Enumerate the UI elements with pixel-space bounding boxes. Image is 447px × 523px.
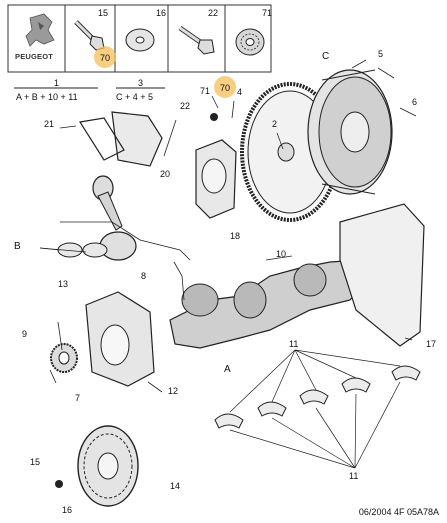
sprocket-7 [50, 343, 78, 373]
part-label-13: 13 [58, 279, 69, 289]
box-label-22: 22 [208, 8, 219, 18]
part-label-9: 9 [22, 329, 28, 339]
main-bearings-11 [214, 365, 421, 429]
part-label-c: C [322, 51, 330, 62]
part-label-20: 20 [160, 169, 171, 179]
part-label-11-top: 11 [289, 339, 299, 349]
box-label-70: 70 [100, 53, 111, 63]
box-label-71: 71 [262, 8, 273, 18]
part-label-15: 15 [30, 457, 41, 467]
converter-c [307, 69, 393, 195]
leader-lines [39, 59, 417, 393]
part-label-11-bottom: 11 [349, 471, 359, 481]
document-reference: 06/2004 4F 05A78A [358, 507, 439, 517]
highlight-70-diagram [214, 76, 236, 98]
part-label-a: A [224, 364, 231, 375]
crankshaft-a [169, 259, 376, 349]
washer-16-icon [125, 28, 155, 52]
belleville-washer-71-icon [235, 28, 265, 56]
part-label-17: 17 [426, 339, 437, 349]
part-label-22: 22 [180, 101, 191, 111]
backing-plate-17 [339, 203, 425, 347]
highlight-70-box [94, 46, 116, 68]
seal-plate-18 [195, 139, 237, 219]
part-label-18: 18 [230, 231, 241, 241]
gasket-21 [79, 117, 125, 161]
box-label-16: 16 [156, 8, 167, 18]
bearing-leader-lines [229, 349, 401, 469]
leader-2 [276, 132, 284, 150]
brand-name: PEUGEOT [15, 52, 54, 61]
box-label-15: 15 [98, 8, 109, 18]
connecting-rod-b [57, 175, 137, 261]
cover-20 [111, 111, 163, 167]
part-label-5: 5 [378, 49, 384, 59]
peugeot-lion-logo [25, 13, 55, 47]
part-label-8: 8 [141, 271, 147, 281]
part-label-6: 6 [412, 97, 418, 107]
part-label-14: 14 [170, 481, 181, 491]
part-label-12: 12 [168, 386, 179, 396]
bolt-22-icon [178, 25, 215, 55]
part-label-16: 16 [62, 505, 73, 515]
part-label-2: 2 [272, 119, 278, 129]
part-label-71: 71 [200, 86, 211, 96]
kit-3-ref: 3 [138, 78, 144, 88]
seal-housing-12 [85, 291, 155, 387]
part-label-21: 21 [44, 119, 55, 129]
part-label-7: 7 [75, 393, 81, 403]
bolt-15-icon [74, 20, 105, 51]
diagram-label-70: 70 [220, 83, 231, 93]
kit-1-formula: A + B + 10 + 11 [16, 92, 78, 102]
part-label-10: 10 [276, 249, 287, 259]
kit-3-formula: C + 4 + 5 [116, 92, 154, 102]
kit-1-ref: 1 [54, 78, 60, 88]
part-label-4: 4 [237, 87, 243, 97]
pulley-14 [77, 425, 139, 507]
part-label-b: B [14, 241, 21, 252]
bolt-markers [55, 113, 218, 488]
